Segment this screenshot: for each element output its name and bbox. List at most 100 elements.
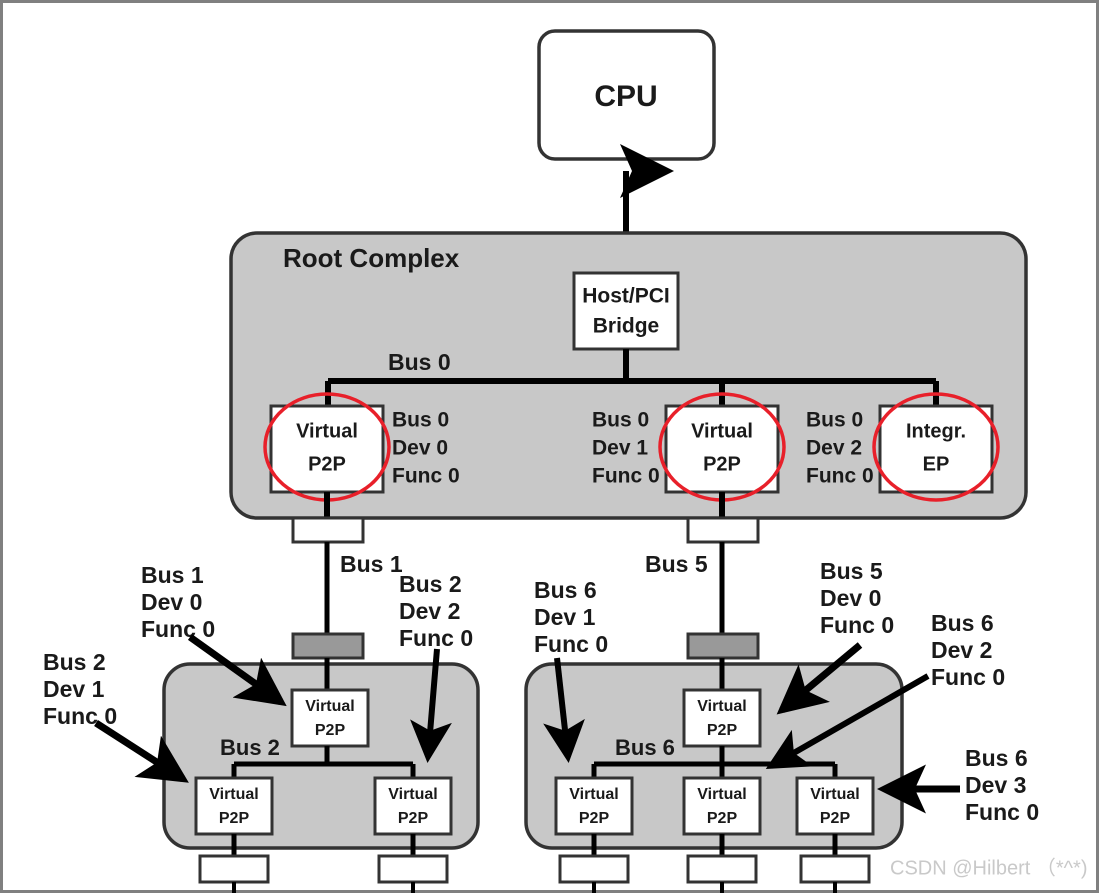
rc-dev2-bdf-func: Func 0 — [806, 465, 874, 488]
switch-left-downstream-port-2: Virtual P2P — [373, 776, 453, 893]
callout-bus1-dev0-dev: Dev 0 — [141, 589, 202, 615]
highlight-circle-rc-dev2 — [872, 392, 1000, 502]
callout-switch-left-dp1: Bus 2 Dev 1 Func 0 — [43, 649, 189, 783]
switch-right-upstream-label-line2: P2P — [707, 722, 738, 739]
switch-left-dp2-connector — [377, 854, 449, 884]
switch-left-dp1-box — [194, 776, 274, 836]
rc-dev0-box — [269, 404, 385, 494]
switch-right-upstream-label-line1: Virtual — [697, 698, 747, 715]
callout-bus6-dev1-bus: Bus 6 — [534, 577, 597, 603]
switch-right-dp3-label-line2: P2P — [820, 810, 851, 827]
rc-device-integrated-endpoint: Integr. EP Bus 0 Dev 2 Func 0 — [806, 392, 1000, 502]
callout-bus6-dev3-func: Func 0 — [965, 799, 1039, 825]
switch-left-upstream-box — [290, 688, 370, 748]
switch-left-dp2-box — [373, 776, 453, 836]
callout-bus2-dev2-bus: Bus 2 — [399, 571, 462, 597]
switch-left-dp1-connector — [198, 854, 270, 884]
rc-downstream-connector-right — [686, 516, 760, 544]
cpu-node: CPU — [537, 29, 716, 161]
callout-bus5-dev0-func: Func 0 — [820, 612, 894, 638]
switch-right-dp1-connector — [558, 854, 630, 884]
rc-dev2-box — [878, 404, 994, 494]
callout-bus6-dev2-bus: Bus 6 — [931, 610, 994, 636]
callout-bus6-dev3-bus: Bus 6 — [965, 745, 1028, 771]
callout-arrow-bus1-dev0 — [187, 634, 287, 707]
switch-right-downstream-port-1: Virtual P2P — [554, 776, 634, 893]
bus1-label: Bus 1 — [340, 551, 403, 577]
rc-dev2-bdf-bus: Bus 0 — [806, 409, 863, 432]
switch-left-upstream-port: Virtual P2P — [290, 658, 370, 748]
host-pci-bridge-label-line2: Bridge — [593, 315, 660, 338]
callout-arrow-bus6-dev1 — [543, 657, 585, 763]
switch-right-dp2-connector — [686, 854, 758, 884]
callout-switch-left-dp2: Bus 2 Dev 2 Func 0 — [399, 571, 473, 763]
rc-device-virtual-p2p-dev0: Virtual P2P Bus 0 Dev 0 Func 0 — [263, 392, 460, 502]
callout-switch-right-upstream: Bus 5 Dev 0 Func 0 — [776, 558, 894, 715]
callout-switch-right-dp2: Bus 6 Dev 2 Func 0 — [765, 610, 1005, 769]
host-pci-bridge-box — [572, 271, 680, 351]
switch-right-bus6-label: Bus 6 — [615, 735, 675, 760]
callout-bus1-dev0-func: Func 0 — [141, 616, 215, 642]
rc-device-virtual-p2p-dev1: Virtual P2P Bus 0 Dev 1 Func 0 — [592, 392, 786, 502]
switch-right-downstream-port-2: Virtual P2P — [682, 776, 762, 893]
rc-dev2-bdf-dev: Dev 2 — [806, 437, 862, 460]
switch-left-dp2-label-line1: Virtual — [388, 786, 438, 803]
rc-dev0-label-line2: P2P — [308, 453, 346, 475]
switch-left-downstream-port-1: Virtual P2P — [194, 776, 274, 893]
rc-dev1-label-line1: Virtual — [691, 420, 753, 442]
rc-dev1-bdf-dev: Dev 1 — [592, 437, 648, 460]
bus0-label: Bus 0 — [388, 349, 451, 375]
callout-bus6-dev2-func: Func 0 — [931, 664, 1005, 690]
callout-bus6-dev1-func: Func 0 — [534, 631, 608, 657]
callout-bus1-dev0-bus: Bus 1 — [141, 562, 204, 588]
host-pci-bridge-node: Host/PCI Bridge — [572, 271, 680, 351]
switch-right-dp1-label-line2: P2P — [579, 810, 610, 827]
callout-bus2-dev1-bus: Bus 2 — [43, 649, 106, 675]
switch-left-upstream-label-line2: P2P — [315, 722, 346, 739]
switch-right-dp3-connector — [799, 854, 871, 884]
cpu-label: CPU — [594, 80, 657, 113]
rc-dev1-box — [664, 404, 780, 494]
callout-switch-right-dp1: Bus 6 Dev 1 Func 0 — [534, 577, 608, 763]
callout-arrow-bus2-dev2 — [410, 648, 452, 763]
link-bus1: Bus 1 — [291, 492, 403, 660]
callout-bus5-dev0-dev: Dev 0 — [820, 585, 881, 611]
rc-dev1-bdf-func: Func 0 — [592, 465, 660, 488]
rc-dev0-bdf-dev: Dev 0 — [392, 437, 448, 460]
bus0-wiring: Bus 0 — [325, 349, 939, 407]
root-complex-title: Root Complex — [283, 243, 460, 273]
callout-bus5-dev0-bus: Bus 5 — [820, 558, 883, 584]
callout-arrow-bus5-dev0 — [776, 642, 863, 715]
rc-dev1-label-line2: P2P — [703, 453, 741, 475]
switch-right-upstream-box — [682, 688, 762, 748]
switch-right-dp2-label-line1: Virtual — [697, 786, 747, 803]
host-pci-bridge-label-line1: Host/PCI — [582, 285, 670, 308]
rc-downstream-connector-left — [291, 516, 365, 544]
callout-bus2-dev2-dev: Dev 2 — [399, 598, 460, 624]
callout-bus2-dev1-dev: Dev 1 — [43, 676, 105, 702]
switch-left-dp1-label-line2: P2P — [219, 810, 250, 827]
switch-right-upstream-connector — [686, 632, 760, 660]
switch-right-dp3-box — [795, 776, 875, 836]
switch-right-upstream-port: Virtual P2P — [682, 658, 762, 748]
switch-right-dp1-label-line1: Virtual — [569, 786, 619, 803]
callout-bus2-dev1-func: Func 0 — [43, 703, 117, 729]
watermark: CSDN @Hilbert （*^*) — [890, 856, 1088, 879]
switch-left-bus2-label: Bus 2 — [220, 735, 280, 760]
switch-left-dp2-label-line2: P2P — [398, 810, 429, 827]
switch-left-upstream-label-line1: Virtual — [305, 698, 355, 715]
link-bus5: Bus 5 — [645, 492, 760, 660]
switch-right-dp3-label-line1: Virtual — [810, 786, 860, 803]
rc-dev1-bdf-bus: Bus 0 — [592, 409, 649, 432]
callout-bus6-dev1-dev: Dev 1 — [534, 604, 596, 630]
callout-bus6-dev3-dev: Dev 3 — [965, 772, 1026, 798]
callout-arrow-bus2-dev1 — [94, 720, 189, 783]
switch-left-dp1-label-line1: Virtual — [209, 786, 259, 803]
switch-right-downstream-port-3: Virtual P2P — [795, 776, 875, 893]
rc-dev0-label-line1: Virtual — [296, 420, 358, 442]
rc-dev2-label-line1: Integr. — [906, 420, 966, 442]
switch-right-dp2-label-line2: P2P — [707, 810, 738, 827]
callout-switch-right-dp3: Bus 6 Dev 3 Func 0 — [877, 745, 1039, 825]
rc-dev2-label-line2: EP — [923, 453, 950, 475]
